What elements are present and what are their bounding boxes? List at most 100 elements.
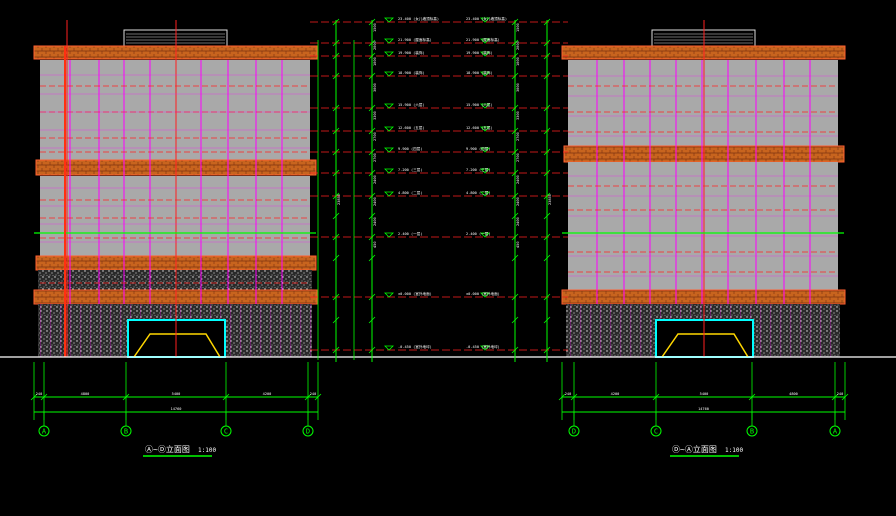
axis-bubble (38, 425, 50, 437)
right-title-block: Ⓓ~Ⓐ立面图 1:100 (670, 444, 743, 457)
left-scale: 1:100 (198, 447, 216, 454)
dimension-tick (543, 72, 551, 80)
level-marker-icon (384, 292, 394, 298)
dimension-tick (368, 212, 376, 220)
dimension-value: 240 (837, 392, 844, 396)
storey-dimension: 1500 (516, 23, 520, 32)
level-label-left: 15.900 (六层) (398, 102, 425, 107)
dimension-tick (511, 39, 519, 47)
dimension-tick (511, 72, 519, 80)
dimension-tick (368, 127, 376, 135)
dimension-tick (332, 72, 340, 80)
dimension-tick (511, 104, 519, 112)
dimension-tick (511, 192, 519, 200)
level-marker-icon (384, 103, 394, 109)
left-title: Ⓐ~Ⓓ立面图 (145, 444, 190, 454)
axis-bubble (568, 425, 580, 437)
level-markers: 23.400 (女儿墙顶标高)23.400 (女儿墙顶标高)21.900 (屋面… (310, 16, 568, 362)
level-label-left: -0.450 (室外地坪) (398, 344, 432, 349)
level-marker-icon (384, 17, 394, 23)
dimension-tick (368, 72, 376, 80)
dimension-tick (511, 346, 519, 354)
level-marker-icon (480, 191, 490, 197)
storey-dimension: 2400 (373, 175, 377, 184)
level-label-left: ±0.000 (室外地面) (398, 291, 432, 296)
level-marker-icon (480, 17, 490, 23)
dimension-tick (511, 254, 519, 262)
level-marker-icon (384, 126, 394, 132)
dimension-tick (543, 52, 551, 60)
dimension-value: 240 (565, 392, 572, 396)
dimension-tick (543, 233, 551, 241)
dimension-tick (831, 393, 839, 401)
axis-bubble (829, 425, 841, 437)
storey-dimension: 2000 (373, 41, 377, 50)
storey-dimension: 450 (516, 242, 520, 249)
level-label-right: 21.900 (屋面标高) (466, 37, 500, 42)
dimension-value: 240 (310, 392, 317, 396)
level-marker-icon (480, 147, 490, 153)
dimension-tick (543, 18, 551, 26)
dimension-tick (511, 127, 519, 135)
storey-dimension: 2400 (516, 197, 520, 206)
dimension-tick (332, 104, 340, 112)
level-marker-icon (480, 71, 490, 77)
dimension-tick (543, 212, 551, 220)
dimension-tick (332, 233, 340, 241)
storey-dimension: 1000 (516, 57, 520, 66)
level-marker-icon (384, 168, 394, 174)
dimension-tick (332, 52, 340, 60)
dimension-tick (332, 169, 340, 177)
level-label-left: 4.800 (二层) (398, 190, 423, 195)
storey-dimension: 2400 (373, 217, 377, 226)
dimension-tick (511, 233, 519, 241)
curtain-wall-upper-right (568, 60, 838, 146)
level-label-left: 19.900 (装饰) (398, 50, 425, 55)
dimension-value: 5400 (172, 392, 181, 396)
storey-dimension: 3300 (373, 111, 377, 120)
dimension-total: 14760 (698, 407, 709, 411)
level-label-right: -0.450 (室外地坪) (466, 344, 500, 349)
level-marker-icon (480, 292, 490, 298)
dimension-tick (40, 393, 48, 401)
level-label-left: 9.900 (四层) (398, 146, 423, 151)
storey-dimension: 2400 (516, 175, 520, 184)
dimension-value: 4800 (789, 392, 798, 396)
axis-label: D (572, 428, 576, 436)
dimension-tick (748, 393, 756, 401)
dimension-total: 14760 (171, 407, 182, 411)
dimension-tick (543, 316, 551, 324)
level-label-left: 7.200 (三层) (398, 167, 423, 172)
dimension-tick (332, 127, 340, 135)
axis-label: B (124, 428, 128, 436)
dimension-tick (511, 316, 519, 324)
level-marker-icon (480, 126, 490, 132)
right-elevation (561, 20, 846, 358)
dimension-tick (543, 104, 551, 112)
left-title-block: Ⓐ~Ⓓ立面图 1:100 (143, 444, 216, 457)
axis-label: A (833, 428, 838, 436)
curtain-wall-lower-right (568, 162, 838, 290)
dimension-tick (543, 169, 551, 177)
level-marker-icon (384, 147, 394, 153)
dimension-tick (332, 212, 340, 220)
storey-dimension: 1000 (373, 57, 377, 66)
level-label-right: 19.900 (装饰) (466, 50, 493, 55)
dimension-tick (332, 18, 340, 26)
axis-label: B (750, 428, 754, 436)
dimension-tick (543, 39, 551, 47)
dimension-tick (543, 293, 551, 301)
level-marker-icon (480, 38, 490, 44)
left-elevation (33, 20, 318, 358)
dimension-tick (543, 148, 551, 156)
axis-bubble (302, 425, 314, 437)
curtain-wall-lower (40, 176, 310, 256)
axis-label: C (654, 428, 658, 436)
right-facade-grid (562, 20, 844, 357)
dimension-tick (511, 293, 519, 301)
dimension-tick (30, 393, 38, 401)
dimension-tick (368, 104, 376, 112)
dimension-tick (368, 148, 376, 156)
storey-dimension: 2400 (516, 217, 520, 226)
